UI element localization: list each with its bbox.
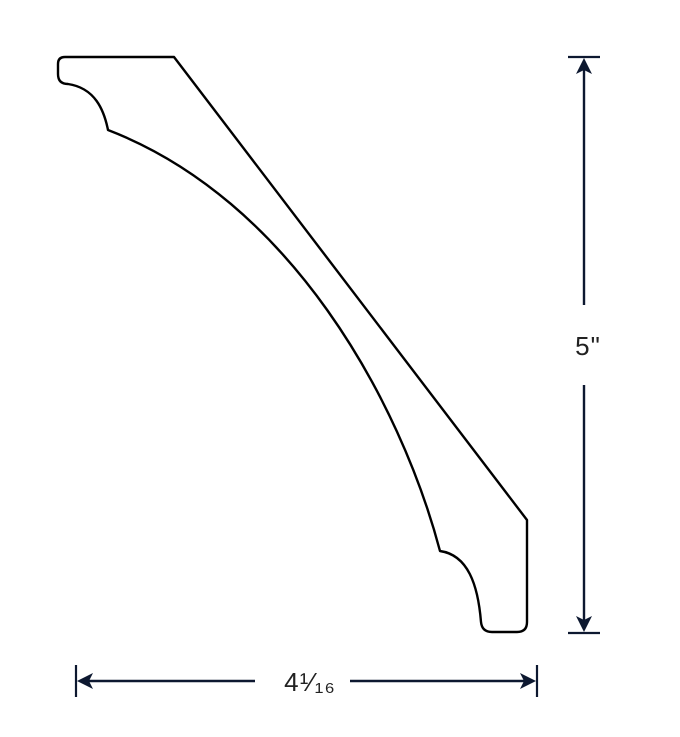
- arrow-up-icon: [576, 58, 592, 74]
- molding-profile: [56, 55, 529, 634]
- arrow-right-icon: [520, 673, 536, 689]
- arrow-down-icon: [576, 616, 592, 632]
- width-label: 4¹⁄₁₆: [284, 667, 336, 697]
- height-label: 5": [575, 331, 601, 361]
- width-dimension: 4¹⁄₁₆: [74, 665, 539, 697]
- arrow-left-icon: [77, 673, 93, 689]
- height-dimension: 5": [568, 55, 601, 635]
